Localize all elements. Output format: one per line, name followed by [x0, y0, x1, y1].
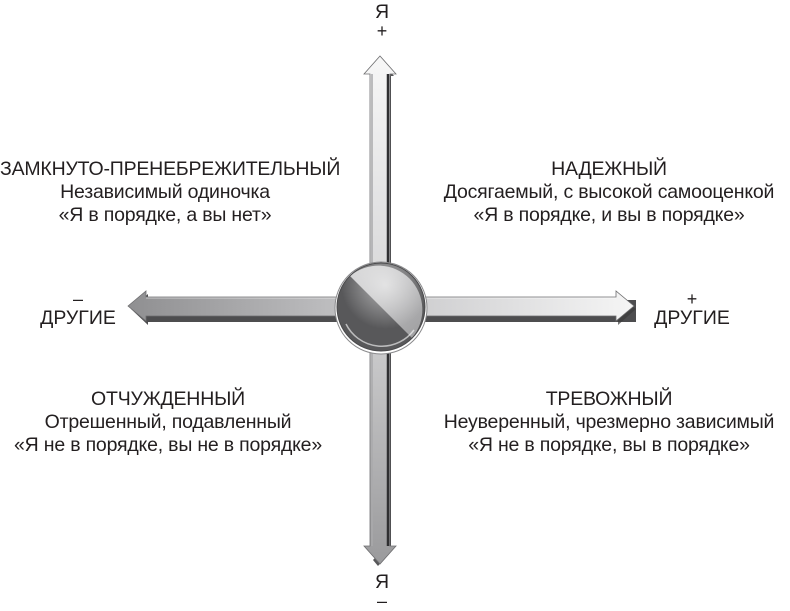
axis-bottom-sign: – — [376, 591, 387, 611]
quadrant-quote: «Я не в порядке, вы не в порядке» — [14, 434, 322, 456]
quadrant-title: НАДЕЖНЫЙ — [551, 158, 667, 180]
quadrant-title: ТРЕВОЖНЫЙ — [545, 388, 673, 410]
axis-top-name: Я — [374, 1, 390, 23]
quadrant-description: Неуверенный, чрезмерно зависимый — [443, 411, 775, 433]
quadrant-quote: «Я не в порядке, вы в порядке» — [468, 434, 750, 456]
axis-top-sign: + — [376, 21, 388, 41]
quadrant-description: Независимый одиночка — [60, 181, 270, 203]
quadrant-top-right: НАДЕЖНЫЙ Досягаемый, с высокой самооценк… — [428, 158, 790, 227]
quadrant-description: Отрешенный, подавленный — [44, 411, 292, 433]
quadrant-top-left: ЗАМКНУТО-ПРЕНЕБРЕЖИТЕЛЬНЫЙ Независимый о… — [0, 158, 341, 227]
axis-top-label: Я + — [365, 2, 399, 40]
quadrant-quote: «Я в порядке, и вы в порядке» — [473, 204, 745, 226]
quadrant-description: Досягаемый, с высокой самооценкой — [443, 181, 775, 203]
quadrant-quote: «Я в порядке, а вы нет» — [58, 204, 272, 226]
axis-right-label: + ДРУГИЕ — [642, 290, 742, 328]
quadrant-bottom-right: ТРЕВОЖНЫЙ Неуверенный, чрезмерно зависим… — [428, 388, 790, 457]
quadrant-bottom-left: ОТЧУЖДЕННЫЙ Отрешенный, подавленный «Я н… — [2, 388, 334, 457]
axis-left-label: – ДРУГИЕ — [28, 290, 128, 328]
axis-bottom-name: Я — [374, 571, 390, 593]
quadrant-title: ЗАМКНУТО-ПРЕНЕБРЕЖИТЕЛЬНЫЙ — [0, 158, 341, 180]
quadrant-title: ОТЧУЖДЕННЫЙ — [91, 388, 245, 410]
axis-right-sign: + — [686, 289, 698, 309]
axis-left-sign: – — [72, 289, 83, 309]
axis-bottom-label: Я – — [365, 572, 399, 610]
axis-left-name: ДРУГИЕ — [40, 307, 116, 329]
axis-right-name: ДРУГИЕ — [654, 307, 730, 329]
center-sphere — [334, 261, 428, 355]
